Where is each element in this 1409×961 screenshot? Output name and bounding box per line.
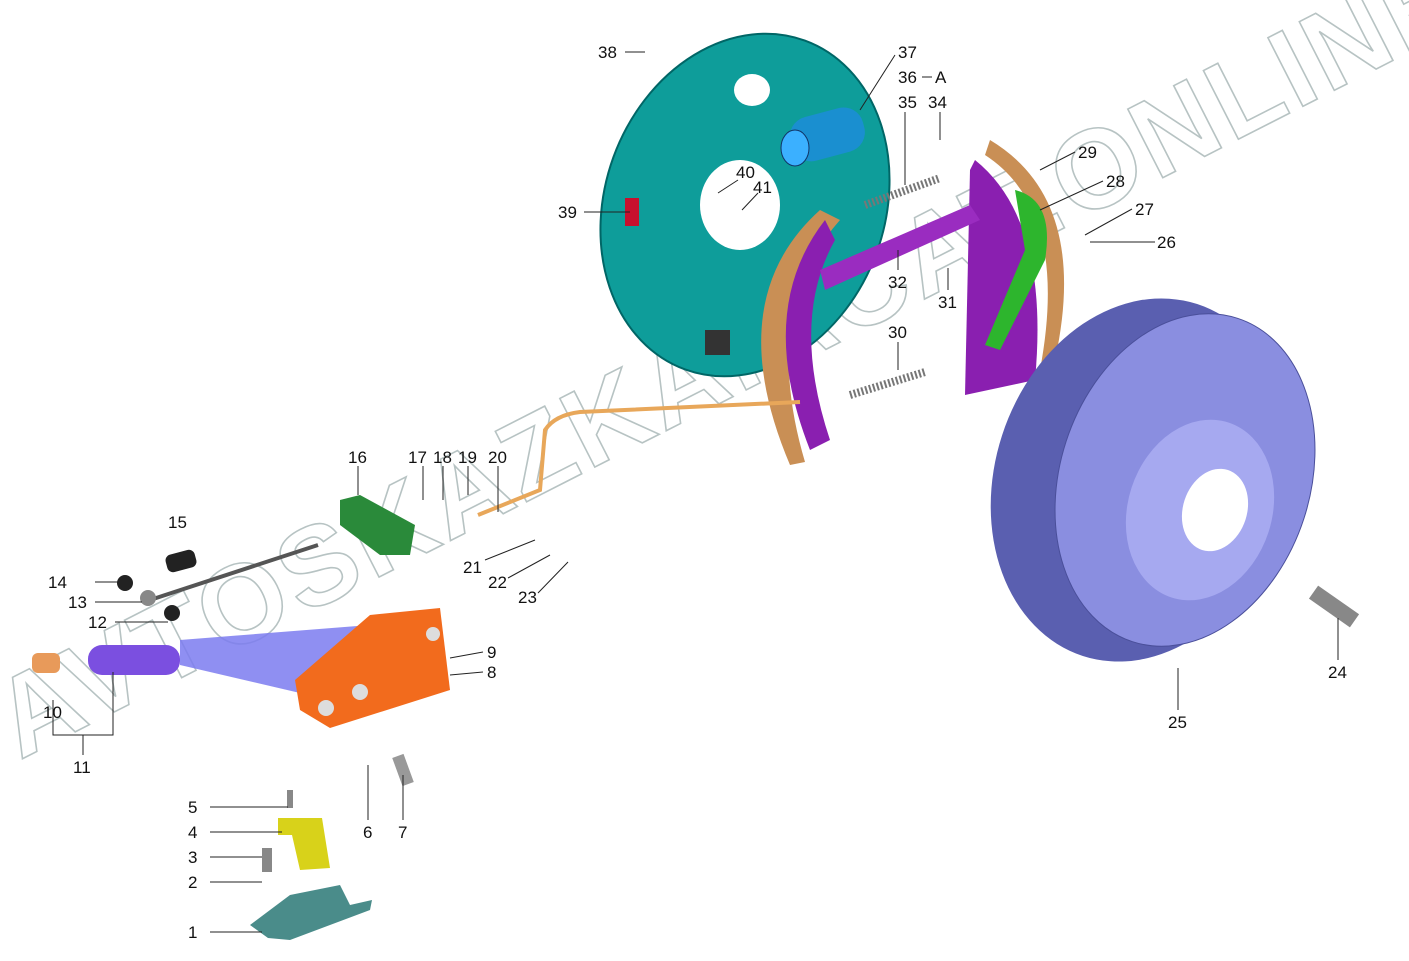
plug-39 [625,198,639,226]
label-12: 12 [88,613,107,632]
label-7: 7 [398,823,407,842]
brake-drum [990,298,1316,662]
label-5: 5 [188,798,197,817]
wheel-cylinder [780,107,865,167]
label-19: 19 [458,448,477,467]
label-30: 30 [888,323,907,342]
label-28: 28 [1106,172,1125,191]
boot-15 [165,549,197,573]
label-21: 21 [463,558,482,577]
wheel-stud-24 [1308,585,1360,628]
label-20: 20 [488,448,507,467]
rod [149,543,319,602]
label-18: 18 [433,448,452,467]
label-26: 26 [1157,233,1176,252]
clip-16 [340,495,415,555]
label-22: 22 [488,573,507,592]
label-8: 8 [487,663,496,682]
springs [848,174,942,399]
handbrake-lever [32,608,450,728]
label-39: 39 [558,203,577,222]
label-37: 37 [898,43,917,62]
label-38: 38 [598,43,617,62]
label-6: 6 [363,823,372,842]
label-27: 27 [1135,200,1154,219]
label-10: 10 [43,703,62,722]
label-1: 1 [188,923,197,942]
label-31: 31 [938,293,957,312]
bracket-4 [278,818,330,870]
label-36: 36 [898,68,917,87]
label-16: 16 [348,448,367,467]
label-9: 9 [487,643,496,662]
label-4: 4 [188,823,197,842]
label-41: 41 [753,178,772,197]
label-15: 15 [168,513,187,532]
part-labels: 38 37 36 A 35 34 29 28 27 26 40 41 39 32… [43,43,1347,942]
label-40: 40 [736,163,755,182]
label-11: 11 [73,758,91,777]
label-32: 32 [888,273,907,292]
label-35: 35 [898,93,917,112]
label-A: A [935,68,947,87]
label-17: 17 [408,448,427,467]
label-14: 14 [48,573,67,592]
brake-shoes [761,140,1065,465]
label-13: 13 [68,593,87,612]
lever-28 [985,190,1047,350]
cable-20 [477,400,801,517]
label-25: 25 [1168,713,1187,732]
label-3: 3 [188,848,197,867]
mount-1 [250,885,372,940]
label-24: 24 [1328,663,1347,682]
label-34: 34 [928,93,947,112]
label-29: 29 [1078,143,1097,162]
label-23: 23 [518,588,537,607]
label-2: 2 [188,873,197,892]
strut-32 [820,205,980,290]
leader-lines [52,51,1339,933]
